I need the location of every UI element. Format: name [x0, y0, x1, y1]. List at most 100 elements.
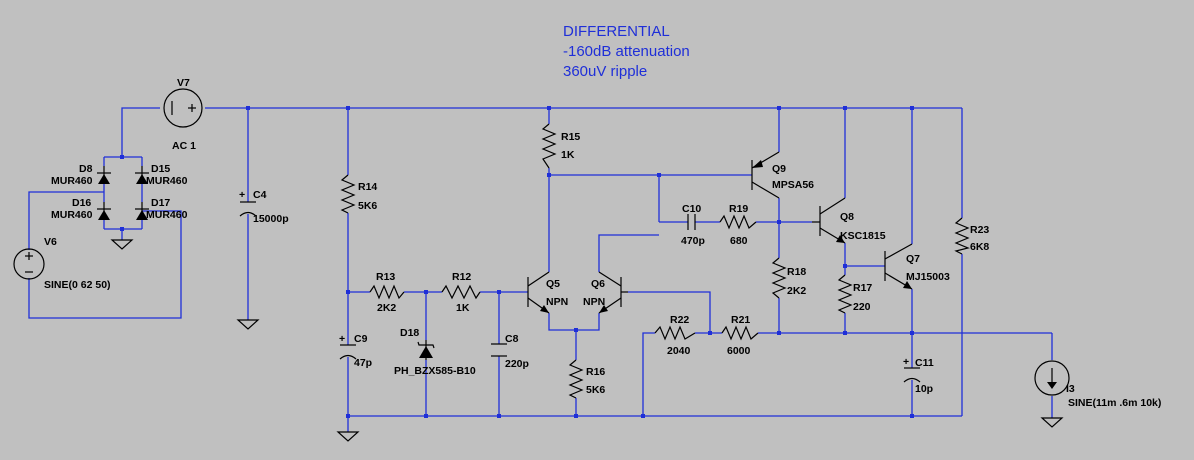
r12-name: R12: [452, 271, 471, 283]
resistor-r15[interactable]: R15 1K: [541, 123, 580, 169]
source-v6[interactable]: V6 SINE(0 62 50): [13, 236, 111, 291]
resistor-r22[interactable]: R22 2040: [654, 314, 696, 357]
q7-value: MJ15003: [906, 271, 950, 283]
current-source-i3[interactable]: I3 SINE(11m .6m 10k): [1034, 360, 1161, 409]
c11-name: C11: [915, 357, 934, 369]
svg-text:+: +: [339, 333, 345, 345]
resistor-icon: [568, 359, 584, 399]
svg-text:+: +: [239, 189, 245, 201]
c8-value: 220p: [505, 358, 529, 370]
d8-value: MUR460: [51, 175, 93, 187]
d17-value: MUR460: [146, 209, 188, 221]
ground-icon: [236, 319, 260, 330]
c11-value: 10p: [915, 383, 933, 395]
title-line-3: 360uV ripple: [563, 63, 647, 80]
q6-name: Q6: [591, 278, 605, 290]
resistor-icon: [771, 257, 787, 299]
r19-name: R19: [729, 203, 748, 215]
svg-text:+: +: [903, 356, 909, 368]
transistor-q6[interactable]: Q6 NPN: [583, 271, 628, 314]
diode-d8[interactable]: D8 MUR460: [51, 163, 111, 187]
r21-name: R21: [731, 314, 750, 326]
c8-name: C8: [505, 333, 519, 345]
resistor-icon: [369, 284, 405, 300]
transistor-q8[interactable]: Q8 KSC1815: [812, 197, 886, 244]
r16-value: 5K6: [586, 384, 605, 396]
d8-name: D8: [79, 163, 93, 175]
transistor-q5[interactable]: Q5 NPN: [527, 271, 568, 314]
resistor-r17[interactable]: R17 220: [837, 274, 872, 314]
transistor-q7[interactable]: Q7 MJ15003: [884, 243, 950, 290]
q9-value: MPSA56: [772, 179, 814, 191]
current-source-icon: [1034, 360, 1070, 396]
r18-name: R18: [787, 266, 806, 278]
resistor-r14[interactable]: R14 5K6: [340, 174, 377, 214]
source-v7[interactable]: V7 AC 1: [163, 77, 203, 152]
q6-value: NPN: [583, 296, 605, 308]
r19-value: 680: [730, 235, 748, 247]
c10-name: C10: [682, 203, 701, 215]
ground-icon: [336, 431, 360, 442]
resistor-r18[interactable]: R18 2K2: [771, 257, 806, 299]
r12-value: 1K: [456, 302, 470, 314]
resistor-r23[interactable]: R23 6K8: [954, 217, 989, 255]
r13-name: R13: [376, 271, 395, 283]
d17-name: D17: [151, 197, 170, 209]
diode-d16[interactable]: D16 MUR460: [51, 197, 111, 221]
diode-d15[interactable]: D15 MUR460: [135, 163, 188, 187]
capacitor-c9[interactable]: + C9 47p: [339, 333, 372, 369]
r22-value: 2040: [667, 345, 691, 357]
resistor-icon: [541, 123, 557, 169]
ground-icon: [110, 239, 134, 250]
c9-value: 47p: [354, 357, 372, 369]
d15-value: MUR460: [146, 175, 188, 187]
voltage-source-icon: [163, 88, 203, 128]
resistor-r21[interactable]: R21 6000: [721, 314, 759, 357]
r14-value: 5K6: [358, 200, 377, 212]
zener-d18[interactable]: D18 PH_BZX585-B10: [394, 327, 476, 377]
transistor-q9[interactable]: Q9 MPSA56: [751, 151, 814, 199]
resistor-r13[interactable]: R13 2K2: [369, 271, 405, 314]
resistor-icon: [719, 214, 757, 230]
d16-value: MUR460: [51, 209, 93, 221]
q8-name: Q8: [840, 211, 854, 223]
resistor-r16[interactable]: R16 5K6: [568, 359, 605, 399]
q5-name: Q5: [546, 278, 560, 290]
ground-icon: [1040, 417, 1064, 428]
resistor-icon: [441, 284, 481, 300]
resistor-icon: [721, 325, 759, 341]
capacitor-c8[interactable]: C8 220p: [491, 333, 529, 370]
diode-d17[interactable]: D17 MUR460: [135, 197, 188, 221]
capacitor-c4[interactable]: + C4 15000p: [239, 189, 289, 225]
capacitor-c10[interactable]: C10 470p: [681, 203, 705, 247]
d15-name: D15: [151, 163, 170, 175]
q5-value: NPN: [546, 296, 568, 308]
q8-value: KSC1815: [840, 230, 886, 242]
q9-name: Q9: [772, 163, 786, 175]
title-line-2: -160dB attenuation: [563, 43, 690, 60]
voltage-source-icon: [13, 248, 45, 280]
title-annotation: DIFFERENTIAL -160dB attenuation 360uV ri…: [563, 23, 690, 80]
r15-value: 1K: [561, 149, 575, 161]
d18-value: PH_BZX585-B10: [394, 365, 476, 377]
resistor-r12[interactable]: R12 1K: [441, 271, 481, 314]
r17-name: R17: [853, 282, 872, 294]
v6-value: SINE(0 62 50): [44, 279, 111, 291]
r17-value: 220: [853, 301, 871, 313]
resistor-icon: [837, 274, 853, 314]
r21-value: 6000: [727, 345, 751, 357]
v7-name: V7: [177, 77, 190, 89]
d16-name: D16: [72, 197, 91, 209]
ground-symbols: [110, 239, 1064, 442]
r13-value: 2K2: [377, 302, 396, 314]
r16-name: R16: [586, 366, 605, 378]
resistor-icon: [654, 325, 696, 341]
r15-name: R15: [561, 131, 580, 143]
v7-value: AC 1: [172, 140, 196, 152]
junction-dots: [120, 106, 914, 418]
r23-value: 6K8: [970, 241, 989, 253]
q7-name: Q7: [906, 253, 920, 265]
capacitor-c11[interactable]: + C11 10p: [903, 356, 934, 395]
resistor-r19[interactable]: R19 680: [719, 203, 757, 247]
